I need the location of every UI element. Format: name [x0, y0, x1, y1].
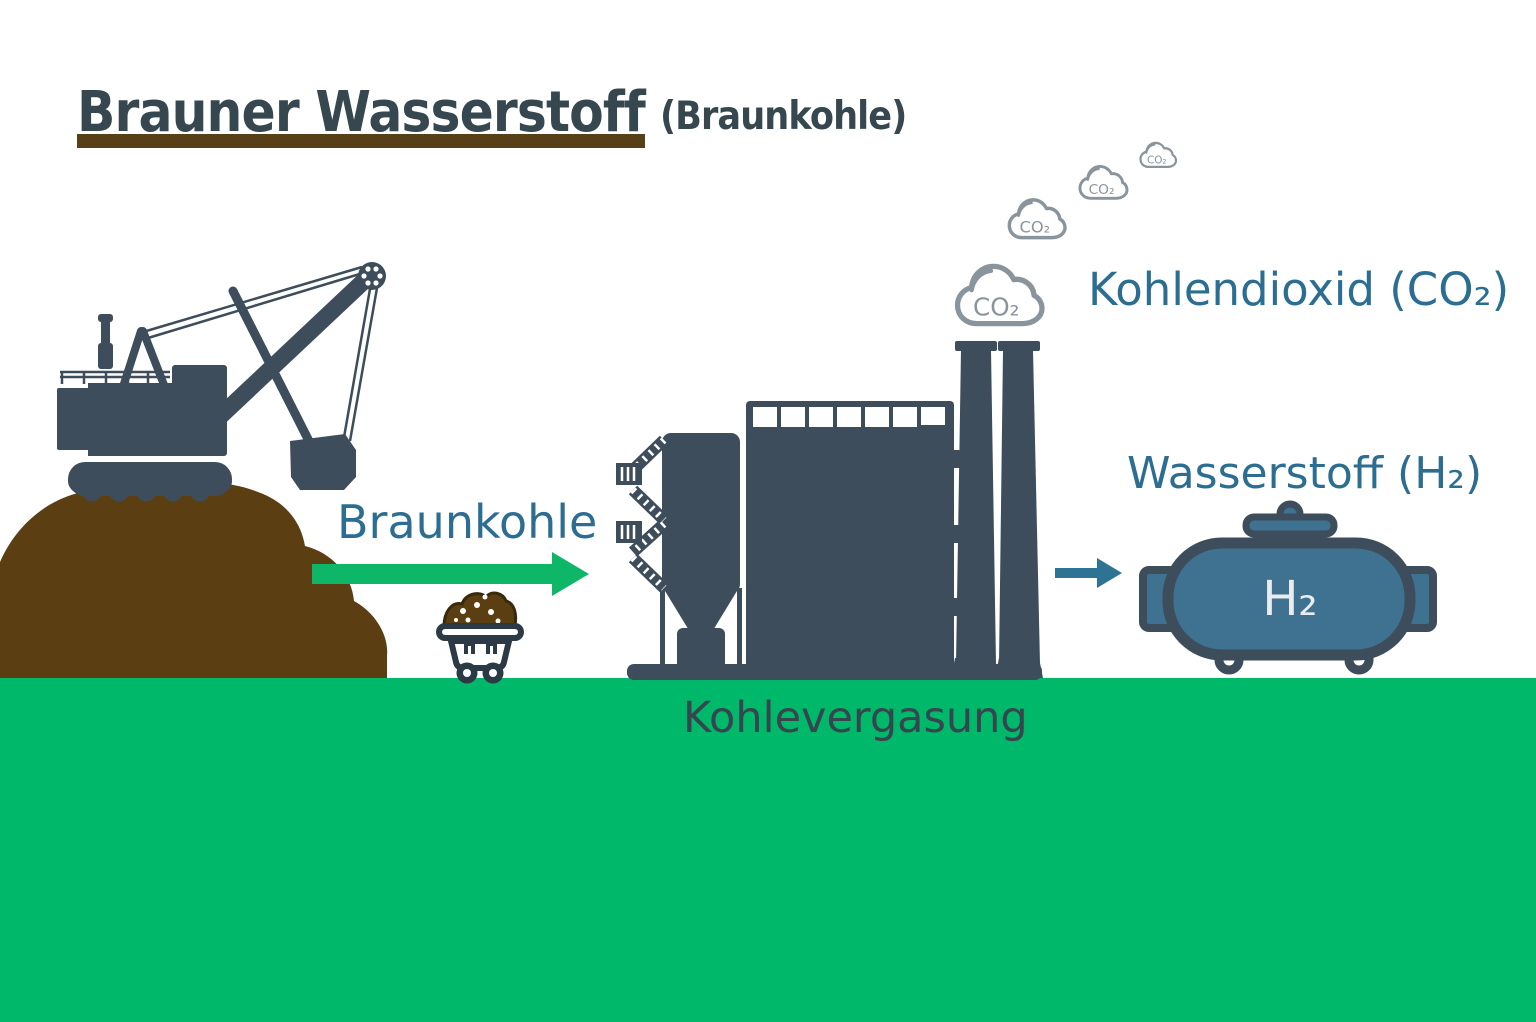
co2-clouds-icon: CO₂ CO₂ CO₂ CO₂: [954, 141, 1178, 327]
ground: [0, 678, 1536, 1022]
green-flow-arrow-icon: [312, 552, 589, 596]
smokestacks-icon: [951, 341, 1043, 678]
co2-cloud: CO₂: [1078, 164, 1129, 200]
label-braunkohle: Braunkohle: [337, 495, 598, 549]
cloud-co2-text: CO₂: [1089, 182, 1115, 198]
gasification-plant-icon: [616, 341, 1043, 680]
teal-flow-arrow-icon: [1055, 558, 1122, 588]
title-underline: [77, 134, 645, 148]
cloud-co2-text: CO₂: [1020, 217, 1051, 236]
page-subtitle: (Braunkohle): [660, 94, 907, 139]
h2-tank-icon: H₂: [1139, 500, 1437, 675]
tank-valve: [1242, 500, 1338, 550]
mine-cart-icon: [436, 591, 524, 684]
co2-cloud: CO₂: [1007, 198, 1067, 240]
tank-h2-text: H₂: [1262, 571, 1317, 627]
tank-feet: [1214, 625, 1374, 675]
bucket: [290, 434, 356, 490]
label-kohlendioxid: Kohlendioxid (CO₂): [1088, 263, 1510, 316]
tank-body: [1162, 537, 1416, 661]
plant-main-building: [746, 401, 960, 675]
cloud-co2-text: CO₂: [1147, 155, 1167, 167]
label-kohlevergasung: Kohlevergasung: [683, 693, 1028, 743]
crawler-track: [68, 462, 232, 496]
silo: [616, 433, 742, 672]
cloud-co2-text: CO₂: [973, 293, 1019, 322]
label-wasserstoff: Wasserstoff (H₂): [1127, 448, 1483, 499]
excavator-icon: [57, 262, 386, 502]
coal-pile-icon: [0, 480, 388, 678]
co2-cloud: CO₂: [954, 263, 1045, 327]
co2-cloud: CO₂: [1139, 141, 1178, 169]
plant-base: [627, 664, 1042, 680]
pulley-wheel: [358, 262, 386, 290]
excavator-cables: [142, 265, 379, 444]
